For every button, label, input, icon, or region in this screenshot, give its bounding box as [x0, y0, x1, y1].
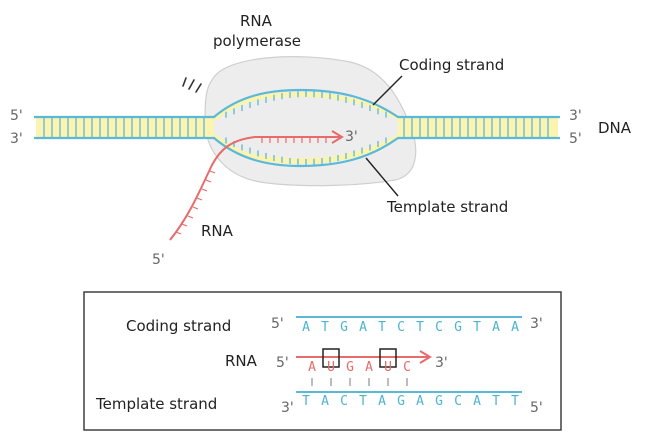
dna-right-basepairs [398, 117, 558, 138]
coding-base: T [321, 320, 329, 335]
template-base: C [454, 394, 462, 409]
template-base: C [340, 394, 348, 409]
template-base: G [435, 394, 443, 409]
coding-base: T [416, 320, 424, 335]
coding-base: C [435, 320, 443, 335]
rna-base: A [308, 360, 316, 375]
dna-left-ticks [43, 118, 205, 137]
coding-base: A [511, 320, 519, 335]
box-template-label: Template strand [95, 395, 217, 413]
rna-arrowhead [331, 130, 344, 144]
end-3-left-bottom: 3' [10, 131, 23, 147]
rna-base: U [327, 360, 335, 375]
rna-tick [196, 197, 203, 201]
template-base: A [321, 394, 329, 409]
end-5-right-bottom: 5' [569, 131, 582, 147]
rna-base: A [365, 360, 373, 375]
polymerase-label-line2: polymerase [213, 32, 301, 50]
rna-tick [192, 206, 199, 210]
uracil-highlight-box [379, 348, 397, 368]
rna-tick [187, 215, 194, 219]
template-base: G [397, 394, 405, 409]
rna-3-end: 3' [345, 129, 358, 145]
dna-right-ticks [403, 118, 549, 137]
box-rna-3: 3' [435, 355, 448, 371]
template-base: A [378, 394, 386, 409]
template-base: T [511, 394, 519, 409]
pairing-ticks [311, 378, 408, 386]
template-strand-label: Template strand [386, 198, 508, 216]
rna-base: C [403, 360, 411, 375]
dna-label: DNA [598, 119, 632, 137]
template-base: A [473, 394, 481, 409]
template-base: T [359, 394, 367, 409]
rna-tick [175, 231, 182, 235]
polymerase-label-line1: RNA [240, 12, 273, 30]
box-coding-5: 5' [271, 316, 284, 332]
box-rna-arrowhead [419, 350, 432, 364]
uracil-highlight-box [322, 348, 340, 368]
template-base: A [416, 394, 424, 409]
rna-tick [201, 188, 208, 192]
box-template-3: 3' [281, 400, 294, 416]
coding-base: T [473, 320, 481, 335]
rna-base: U [384, 360, 392, 375]
box-rna-label: RNA [225, 352, 258, 370]
rna-tick [181, 223, 188, 227]
coding-base: A [359, 320, 367, 335]
dna-strands [34, 88, 560, 168]
motion-marks [182, 77, 202, 93]
coding-base: T [378, 320, 386, 335]
box-template-5: 5' [530, 400, 543, 416]
end-5-left-top: 5' [10, 108, 23, 124]
coding-base: A [492, 320, 500, 335]
template-strand-pointer [365, 157, 399, 197]
end-3-right-top: 3' [569, 108, 582, 124]
rna-base: G [346, 360, 354, 375]
coding-base: G [454, 320, 462, 335]
rna-ticks [175, 137, 327, 235]
rna-tick [205, 179, 212, 183]
template-base: T [492, 394, 500, 409]
coding-base: G [340, 320, 348, 335]
box-rna-5: 5' [276, 355, 289, 371]
template-base: T [302, 394, 310, 409]
dna-left-basepairs [36, 117, 214, 138]
coding-strand-pointer [372, 75, 403, 106]
box-coding-3: 3' [530, 316, 543, 332]
coding-base: C [397, 320, 405, 335]
coding-base: A [302, 320, 310, 335]
box-coding-label: Coding strand [126, 317, 231, 335]
bubble-ticks [225, 91, 387, 165]
rna-5-end: 5' [152, 252, 165, 268]
rna-label: RNA [201, 222, 234, 240]
rna-strand [169, 136, 340, 241]
coding-strand-label: Coding strand [399, 56, 504, 74]
rna-tick [209, 170, 216, 174]
